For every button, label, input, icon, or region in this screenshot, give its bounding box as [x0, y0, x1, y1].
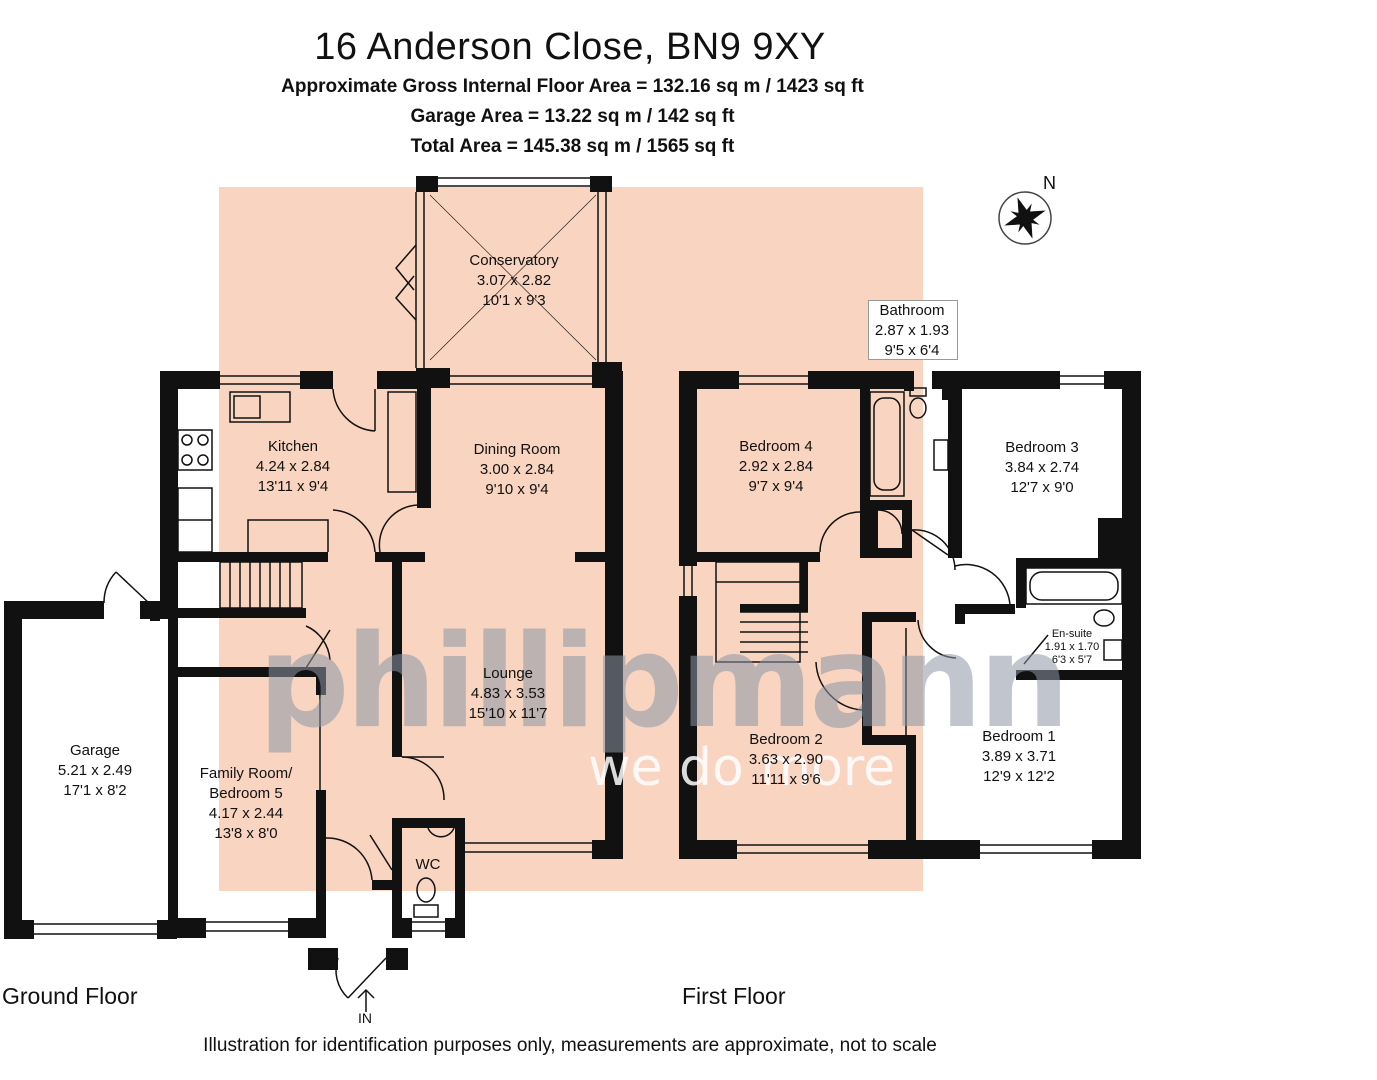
room-name: Bedroom 4	[739, 438, 813, 455]
room-imperial: 10'1 x 9'3	[482, 292, 546, 309]
total-area-text: Total Area = 145.38 sq m / 1565 sq ft	[410, 136, 735, 157]
plan-details	[34, 177, 1140, 999]
gross-area-text: Approximate Gross Internal Floor Area = …	[281, 76, 864, 97]
garage-area-text: Garage Area = 13.22 sq m / 142 sq ft	[410, 106, 735, 127]
bathroom-label-box	[868, 300, 958, 360]
room-name: Bedroom 2	[749, 731, 823, 748]
room-metric: 3.00 x 2.84	[479, 461, 555, 478]
room-imperial: 9'7 x 9'4	[748, 478, 804, 495]
room-bedroom2: Bedroom 2 3.63 x 2.90 11'11 x 9'6	[749, 730, 823, 790]
room-name: Lounge	[482, 665, 534, 682]
room-metric: 4.17 x 2.44	[208, 805, 284, 822]
room-name: WC	[415, 856, 441, 873]
room-metric: 3.07 x 2.82	[476, 272, 552, 289]
room-name: Dining Room	[473, 441, 561, 458]
room-bedroom1: Bedroom 1 3.89 x 3.71 12'9 x 12'2	[982, 727, 1056, 787]
room-wc: WC	[416, 855, 441, 875]
walls	[4, 176, 1141, 970]
watermark-brand: phillipmann	[258, 608, 1070, 757]
room-imperial: 9'10 x 9'4	[485, 481, 549, 498]
room-imperial: 11'11 x 9'6	[751, 771, 821, 788]
room-metric: 3.89 x 3.71	[981, 748, 1057, 765]
room-metric: 4.83 x 3.53	[470, 685, 546, 702]
room-garage: Garage 5.21 x 2.49 17'1 x 8'2	[58, 741, 132, 801]
entrance-arrow-icon	[357, 988, 375, 1012]
room-name: Bathroom	[879, 302, 945, 319]
compass-icon	[998, 191, 1052, 245]
room-metric: 4.24 x 2.84	[255, 458, 331, 475]
room-metric: 2.92 x 2.84	[738, 458, 814, 475]
room-dining: Dining Room 3.00 x 2.84 9'10 x 9'4	[474, 440, 561, 500]
room-imperial: 13'11 x 9'4	[257, 478, 329, 495]
room-metric: 3.63 x 2.90	[748, 751, 824, 768]
room-metric: 3.84 x 2.74	[1004, 459, 1080, 476]
room-lounge: Lounge 4.83 x 3.53 15'10 x 11'7	[469, 664, 548, 724]
disclaimer-footer: Illustration for identification purposes…	[203, 1035, 937, 1056]
room-imperial: 13'8 x 8'0	[214, 825, 278, 842]
compass-north-label: N	[1043, 173, 1056, 193]
room-imperial: 12'9 x 12'2	[983, 768, 1055, 785]
room-imperial: 9'5 x 6'4	[884, 342, 940, 359]
room-imperial: 17'1 x 8'2	[63, 782, 127, 799]
room-imperial: 12'7 x 9'0	[1010, 479, 1074, 496]
watermark-tagline: we do more	[588, 738, 896, 798]
room-ensuite: En-suite 1.91 x 1.70 6'3 x 5'7	[1045, 628, 1099, 667]
room-name-2: Bedroom 5	[209, 785, 283, 802]
room-bedroom3: Bedroom 3 3.84 x 2.74 12'7 x 9'0	[1005, 438, 1079, 498]
room-imperial: 6'3 x 5'7	[1051, 654, 1093, 666]
room-kitchen: Kitchen 4.24 x 2.84 13'11 x 9'4	[256, 437, 330, 497]
ground-floor-label: Ground Floor	[2, 983, 138, 1009]
plan-title: 16 Anderson Close, BN9 9XY	[314, 26, 826, 68]
room-name: Conservatory	[469, 252, 559, 269]
room-conservatory: Conservatory 3.07 x 2.82 10'1 x 9'3	[469, 251, 558, 311]
room-bathroom: Bathroom 2.87 x 1.93 9'5 x 6'4	[875, 301, 949, 361]
room-name: Family Room/	[199, 765, 293, 782]
first-floor-label: First Floor	[682, 983, 786, 1009]
room-metric: 5.21 x 2.49	[57, 762, 133, 779]
highlight-area	[219, 187, 923, 891]
room-metric: 1.91 x 1.70	[1044, 641, 1100, 653]
room-name: Bedroom 3	[1005, 439, 1079, 456]
room-bedroom4: Bedroom 4 2.92 x 2.84 9'7 x 9'4	[739, 437, 813, 497]
room-metric: 2.87 x 1.93	[874, 322, 950, 339]
room-name: En-suite	[1051, 628, 1093, 640]
room-family: Family Room/ Bedroom 5 4.17 x 2.44 13'8 …	[200, 764, 293, 844]
room-name: Bedroom 1	[982, 728, 1056, 745]
room-name: Kitchen	[267, 438, 319, 455]
room-name: Garage	[69, 742, 121, 759]
entrance-label: IN	[358, 1010, 372, 1026]
room-imperial: 15'10 x 11'7	[468, 705, 548, 722]
